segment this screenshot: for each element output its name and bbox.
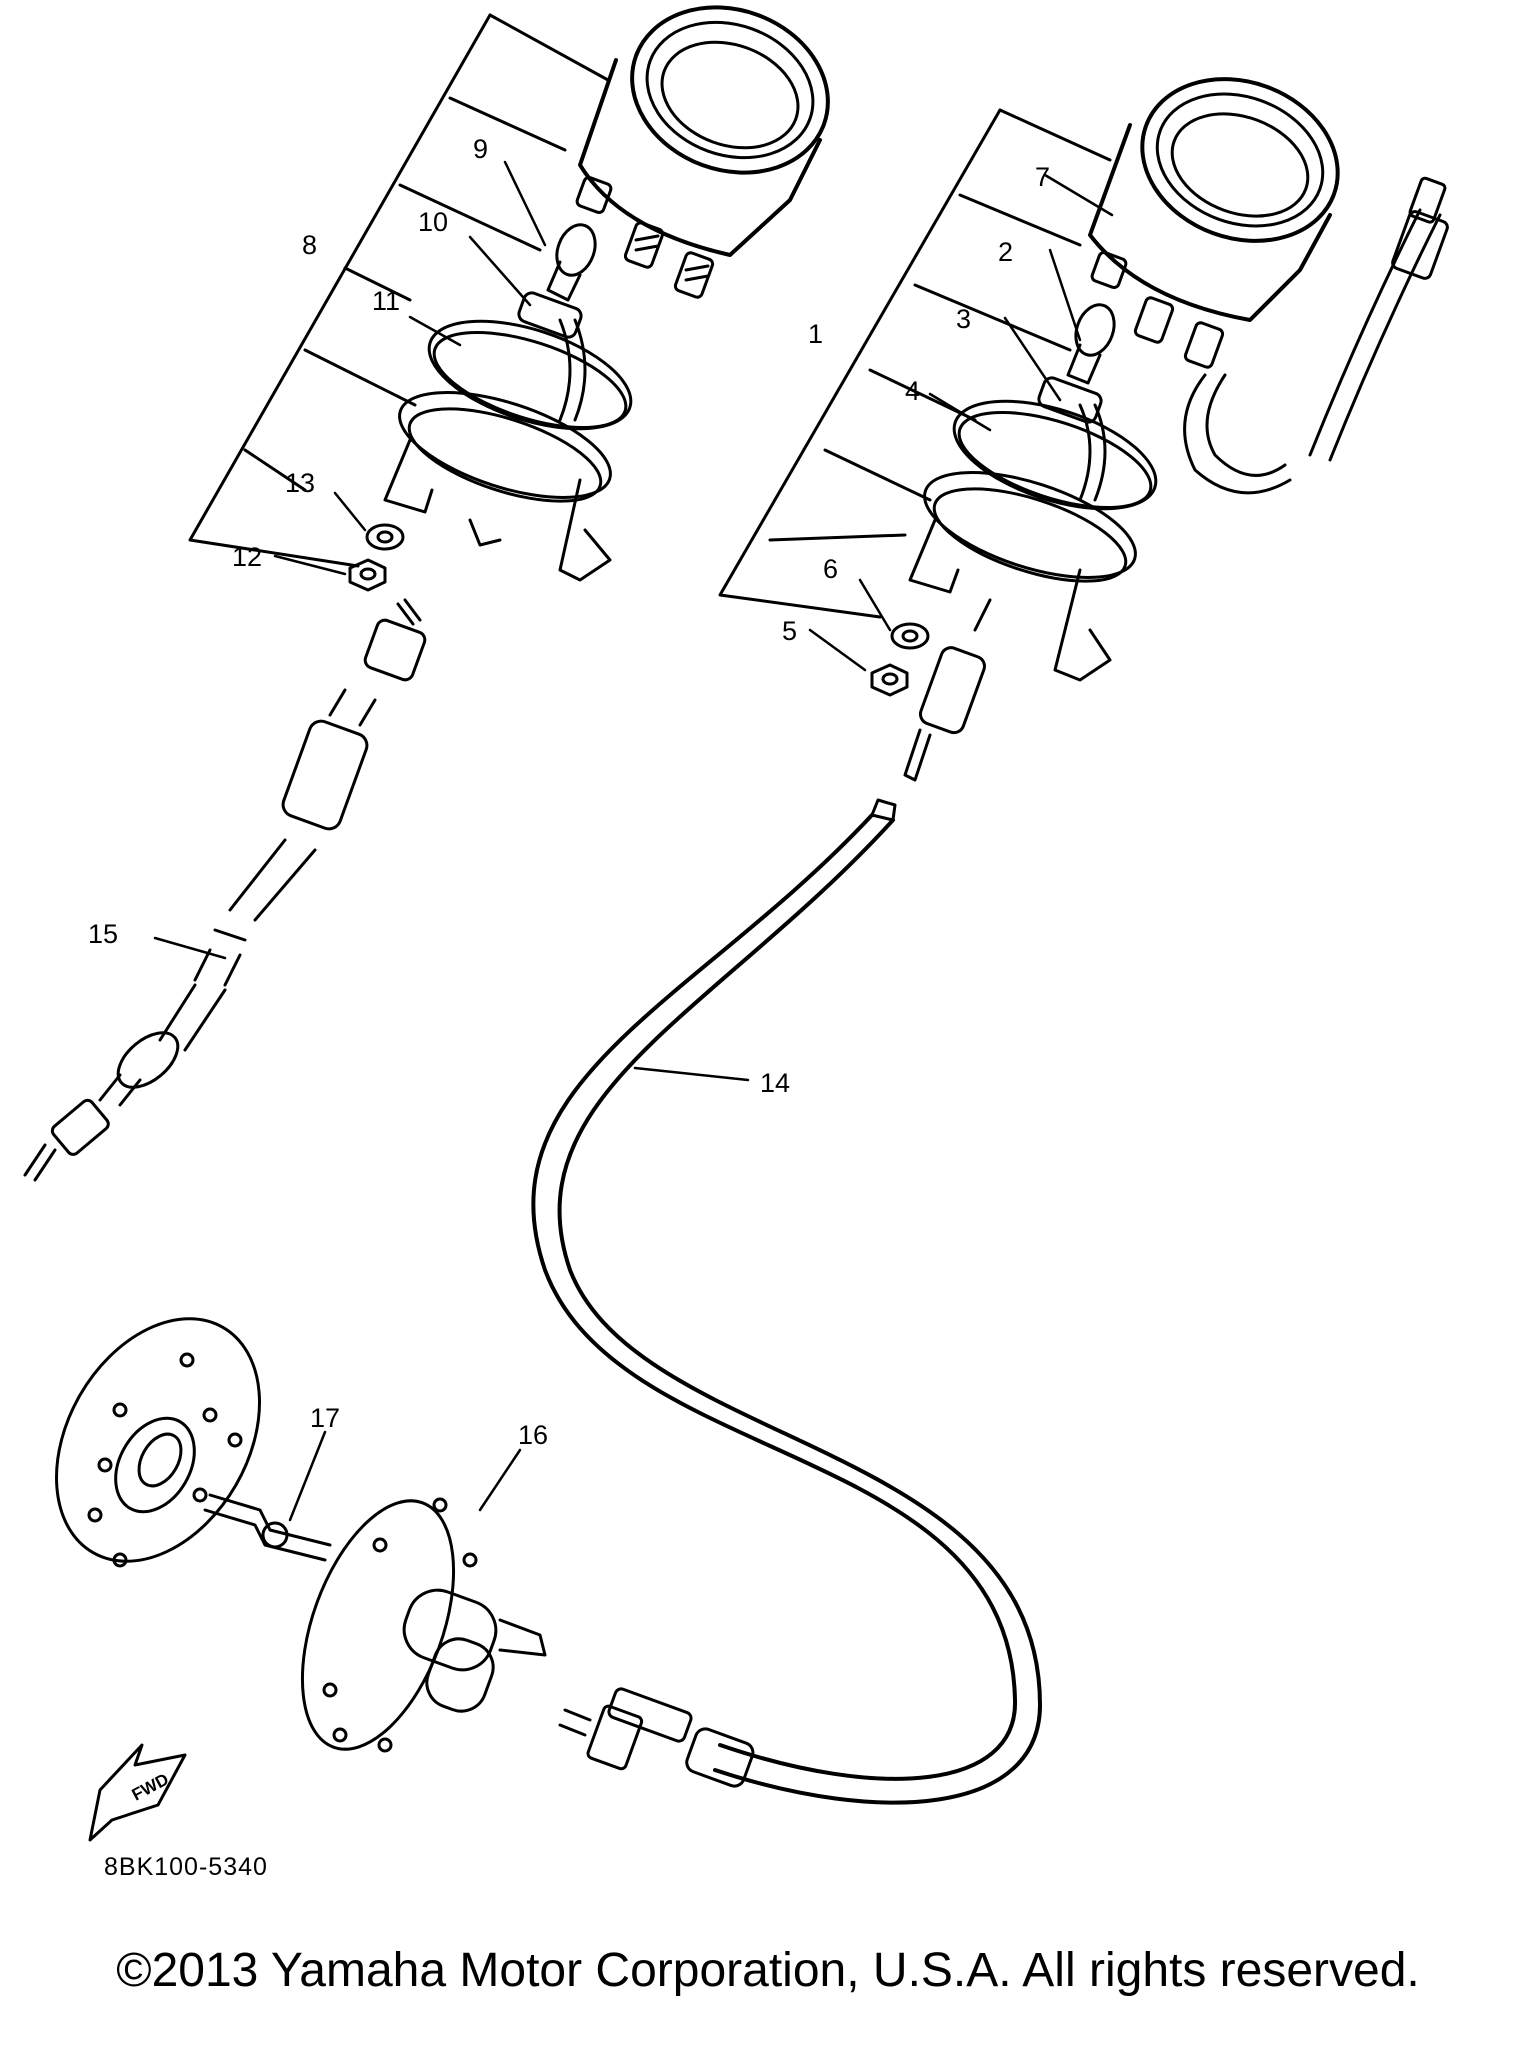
callout-1: 1	[808, 319, 823, 349]
drive-unit	[55, 1317, 547, 1753]
fwd-arrow-icon	[88, 1743, 187, 1842]
speedometer-cable	[531, 798, 1042, 1805]
callout-17: 17	[310, 1403, 340, 1433]
callout-8: 8	[302, 230, 317, 260]
callout-14: 14	[760, 1068, 790, 1098]
callout-16: 16	[518, 1420, 548, 1450]
callout-3: 3	[956, 304, 971, 334]
callout-2: 2	[998, 237, 1013, 267]
left-gauge-assembly	[188, 5, 830, 592]
callout-15: 15	[88, 919, 118, 949]
right-gauge-assembly	[718, 77, 1449, 782]
callout-12: 12	[232, 542, 262, 572]
part-code: 8BK100-5340	[104, 1853, 268, 1881]
callout-10: 10	[418, 207, 448, 237]
callout-11: 11	[372, 286, 400, 316]
callout-13: 13	[285, 468, 315, 498]
fwd-label: FWD	[129, 1770, 172, 1805]
tach-cable	[23, 598, 427, 1182]
copyright-notice: ©2013 Yamaha Motor Corporation, U.S.A. A…	[116, 1944, 1420, 1997]
callout-labels: 1 2 3 4 5 6 7 8 9 10 11 12 13 14 15 16 1…	[88, 134, 1050, 1450]
callout-6: 6	[823, 554, 838, 584]
callout-4: 4	[905, 376, 920, 406]
callout-5: 5	[782, 616, 797, 646]
callout-7: 7	[1035, 162, 1050, 192]
leader-lines	[153, 160, 1114, 1522]
callout-9: 9	[473, 134, 488, 164]
